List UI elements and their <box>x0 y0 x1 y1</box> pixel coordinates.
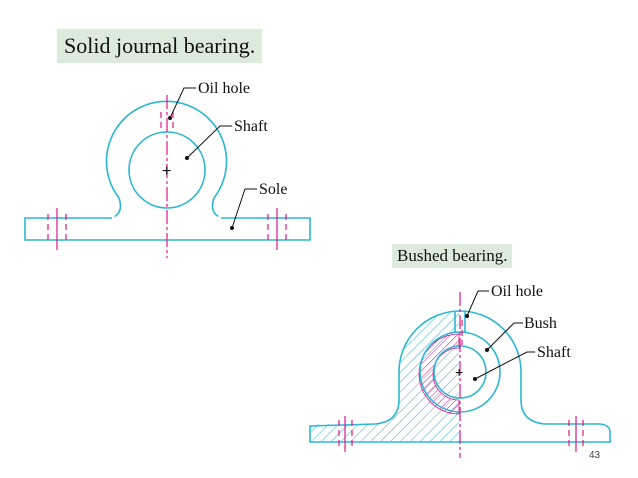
bushed-bearing-title: Bushed bearing. <box>392 244 513 268</box>
svg-text:+: + <box>455 364 463 380</box>
solid-sole-label: Sole <box>259 181 287 198</box>
solid-bearing-title: Solid journal bearing. <box>57 29 263 63</box>
page-number: 43 <box>589 450 601 461</box>
solid-shaft-label: Shaft <box>234 118 268 135</box>
bushed-oil-hole-label: Oil hole <box>491 283 543 300</box>
bushed-bearing-section-hatch <box>310 310 459 441</box>
bushed-bearing: + Oil hole Bush Shaft <box>309 283 611 458</box>
solid-journal-bearing: + Oil hole Shaft Sole <box>24 80 311 258</box>
bushed-bearing-body-outline <box>309 310 611 443</box>
bushed-shaft-label: Shaft <box>537 344 571 361</box>
solid-oil-hole-label: Oil hole <box>198 80 250 97</box>
bushed-bush-label: Bush <box>524 315 557 332</box>
svg-text:+: + <box>162 163 171 180</box>
